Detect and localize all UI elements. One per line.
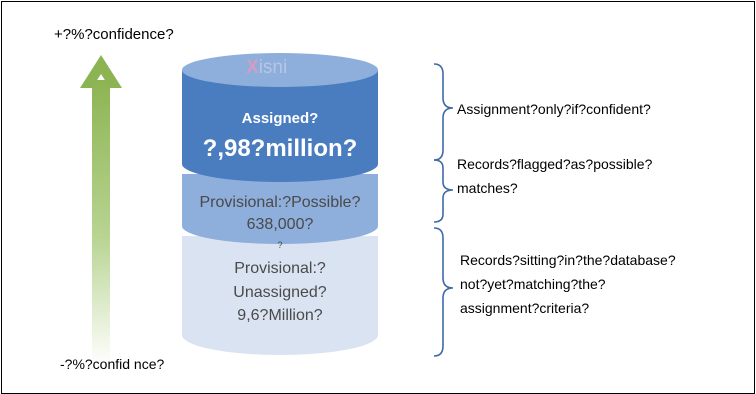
brace-unassigned xyxy=(433,227,454,357)
cylinder-top-cap xyxy=(182,53,378,87)
low-confidence-label: -?%?confid nce? xyxy=(60,356,165,372)
annotation-assigned: Assignment?only?if?confident? xyxy=(457,97,651,121)
brace-assigned xyxy=(433,63,454,161)
confidence-arrow xyxy=(80,55,122,366)
assigned-title: Assigned? xyxy=(241,110,319,127)
isni-logo: Xisni xyxy=(246,57,288,78)
possible-title: Provisional:?Possible? xyxy=(199,194,361,211)
annotation-line: matches? xyxy=(457,180,518,196)
possible-count: 638,000? xyxy=(246,216,314,233)
high-confidence-label: +?%?confidence? xyxy=(54,26,174,43)
assigned-count: ?,98?million? xyxy=(202,135,358,162)
cylinder-segment-unassigned xyxy=(182,236,378,355)
annotation-line: assignment?criteria? xyxy=(460,300,590,316)
brace-possible xyxy=(433,159,454,223)
unassigned-title-line2: Unassigned? xyxy=(233,284,327,301)
cylinder-segment-possible xyxy=(182,174,378,244)
annotation-unassigned: Records?sitting?in?the?database? not?yet… xyxy=(460,248,676,320)
annotation-line: Assignment?only?if?confident? xyxy=(457,101,651,117)
annotation-line: Records?sitting?in?the?database? xyxy=(460,252,676,268)
unassigned-title-line1: Provisional:? xyxy=(234,260,326,277)
annotation-line: not?yet?matching?the? xyxy=(460,276,606,292)
annotation-line: Records?flagged?as?possible? xyxy=(457,156,653,172)
annotation-possible: Records?flagged?as?possible? matches? xyxy=(457,152,652,200)
unassigned-count: 9,6?Million? xyxy=(237,307,323,324)
segment-gap-marker: ? xyxy=(277,240,283,250)
cylinder-segment-assigned xyxy=(182,70,378,182)
